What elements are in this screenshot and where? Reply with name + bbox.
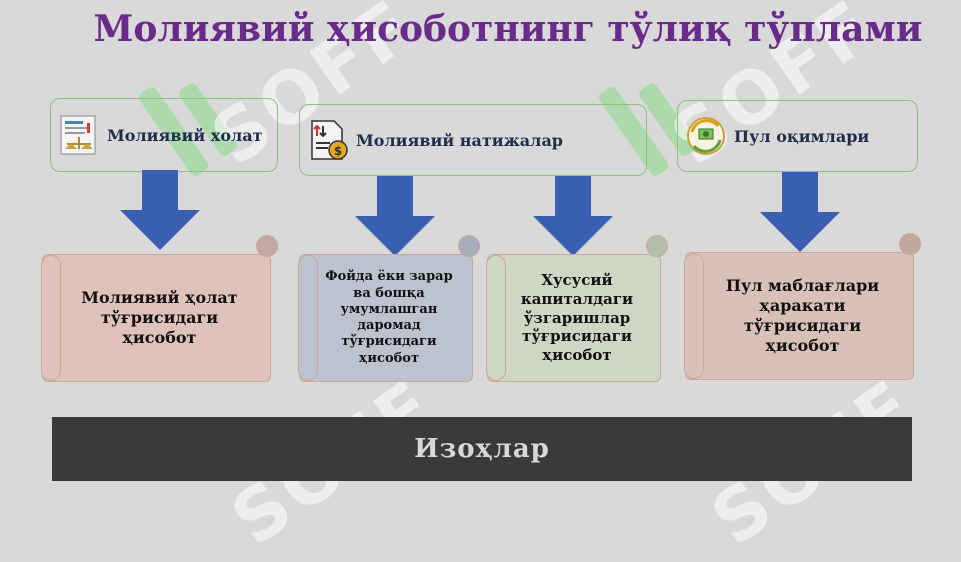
arrow-down-1 (120, 170, 200, 250)
arrow-down-4 (760, 172, 840, 252)
arrow-down-2 (355, 176, 435, 256)
arrow-down-3 (533, 176, 613, 256)
category-financial-position: Молиявий холат (50, 98, 278, 172)
report-profit-loss: Фойда ёки зарар ва бошқа умумлашган даро… (298, 235, 480, 382)
report-label: Хусусий капиталдаги ўзгаришлар тўғрисида… (520, 271, 634, 365)
category-cash-flows: Пул оқимлари (677, 100, 918, 172)
report-equity-changes: Хусусий капиталдаги ўзгаришлар тўғрисида… (486, 235, 668, 382)
report-label: Фойда ёки зарар ва бошқа умумлашган даро… (325, 269, 453, 366)
report-label: Пул маблағлари ҳаракати тўғрисидаги ҳисо… (725, 276, 880, 355)
page-title: Молиявий ҳисоботнинг тўлиқ тўплами (93, 8, 923, 50)
notes-bar: Изоҳлар (52, 417, 912, 481)
svg-text:$: $ (334, 144, 342, 158)
category-financial-results: $ Молиявий натижалар (299, 104, 647, 176)
category-label: Молиявий холат (107, 125, 263, 145)
document-money-icon: $ (311, 120, 348, 160)
report-label: Молиявий ҳолат тўғрисидаги ҳисобот (81, 288, 238, 347)
report-cash-flows: Пул маблағлари ҳаракати тўғрисидаги ҳисо… (684, 233, 921, 380)
cash-flow-icon (687, 117, 725, 155)
report-financial-position: Молиявий ҳолат тўғрисидаги ҳисобот (41, 235, 278, 382)
category-label: Пул оқимлари (734, 126, 870, 146)
category-label: Молиявий натижалар (356, 130, 563, 150)
balance-sheet-icon (60, 115, 96, 155)
